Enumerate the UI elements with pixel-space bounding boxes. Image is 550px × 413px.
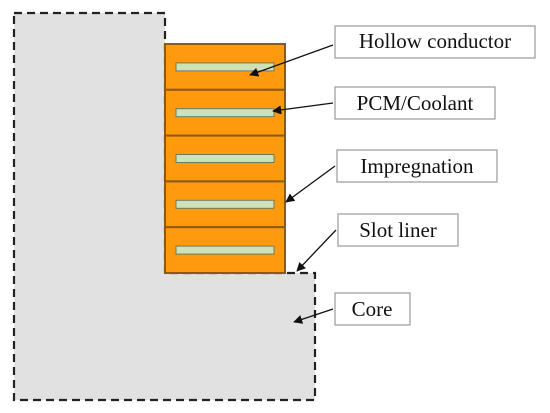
label-core: Core — [334, 292, 411, 326]
label-box — [336, 149, 498, 183]
arrow-hollow-conductor — [249, 44, 334, 77]
coolant-channel — [175, 62, 275, 72]
arrow-impregnation — [285, 165, 336, 203]
label-text: Hollow conductor — [359, 29, 511, 53]
label-impregnation: Impregnation — [336, 149, 498, 183]
coolant-channel — [175, 245, 275, 255]
label-box — [334, 86, 496, 120]
label-text: Impregnation — [360, 154, 474, 178]
coolant-channel — [175, 199, 275, 209]
label-slot-liner: Slot liner — [337, 213, 459, 247]
label-hollow-conductor: Hollow conductor — [334, 25, 536, 59]
arrow-core — [293, 308, 334, 324]
label-text: PCM/Coolant — [357, 91, 474, 115]
label-box — [337, 213, 459, 247]
label-pcm-coolant: PCM/Coolant — [334, 86, 496, 120]
label-box — [334, 25, 536, 59]
arrow-slot-liner — [296, 229, 337, 272]
hollow-conductor-stack — [164, 43, 286, 274]
label-box — [334, 292, 411, 326]
arrow-pcm-coolant — [272, 102, 334, 115]
label-text: Slot liner — [359, 218, 437, 242]
coolant-channel — [175, 108, 275, 118]
coolant-channel — [175, 154, 275, 163]
label-text: Core — [352, 297, 393, 321]
